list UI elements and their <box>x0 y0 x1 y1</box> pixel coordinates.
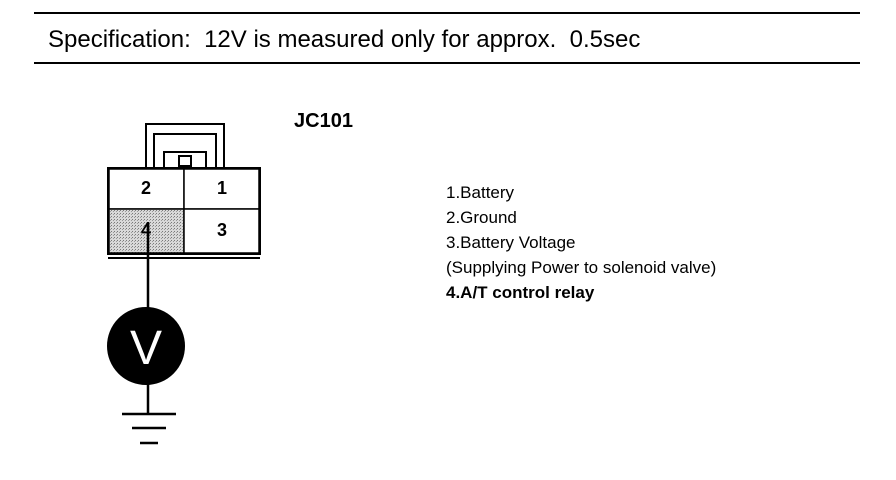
voltmeter-icon: V <box>107 307 185 385</box>
legend-item-battery: 1.Battery <box>446 183 515 202</box>
pin-number-4: 4 <box>141 220 151 240</box>
pin-number-1: 1 <box>217 178 227 198</box>
ground-symbol-icon <box>122 412 176 445</box>
connector-latch <box>145 123 225 168</box>
specification-text: Specification: 12V is measured only for … <box>48 26 641 53</box>
pin-cell-3 <box>183 208 260 254</box>
pin-number-2: 2 <box>141 178 151 198</box>
legend-item-battery-voltage: 3.Battery Voltage <box>446 233 576 252</box>
legend-item-at-control-relay: 4.A/T control relay <box>446 283 595 302</box>
pin-cell-1 <box>183 168 260 210</box>
voltmeter-letter: V <box>130 322 162 375</box>
pin-number-3: 3 <box>217 220 227 240</box>
specification-bar: Specification: 12V is measured only for … <box>34 12 860 64</box>
connector-id-label: JC101 <box>294 110 353 132</box>
legend-item-ground: 2.Ground <box>446 208 517 227</box>
pin-legend: 1.Battery 2.Ground 3.Battery Voltage (Su… <box>446 180 716 305</box>
legend-item-battery-voltage-note: (Supplying Power to solenoid valve) <box>446 258 717 277</box>
